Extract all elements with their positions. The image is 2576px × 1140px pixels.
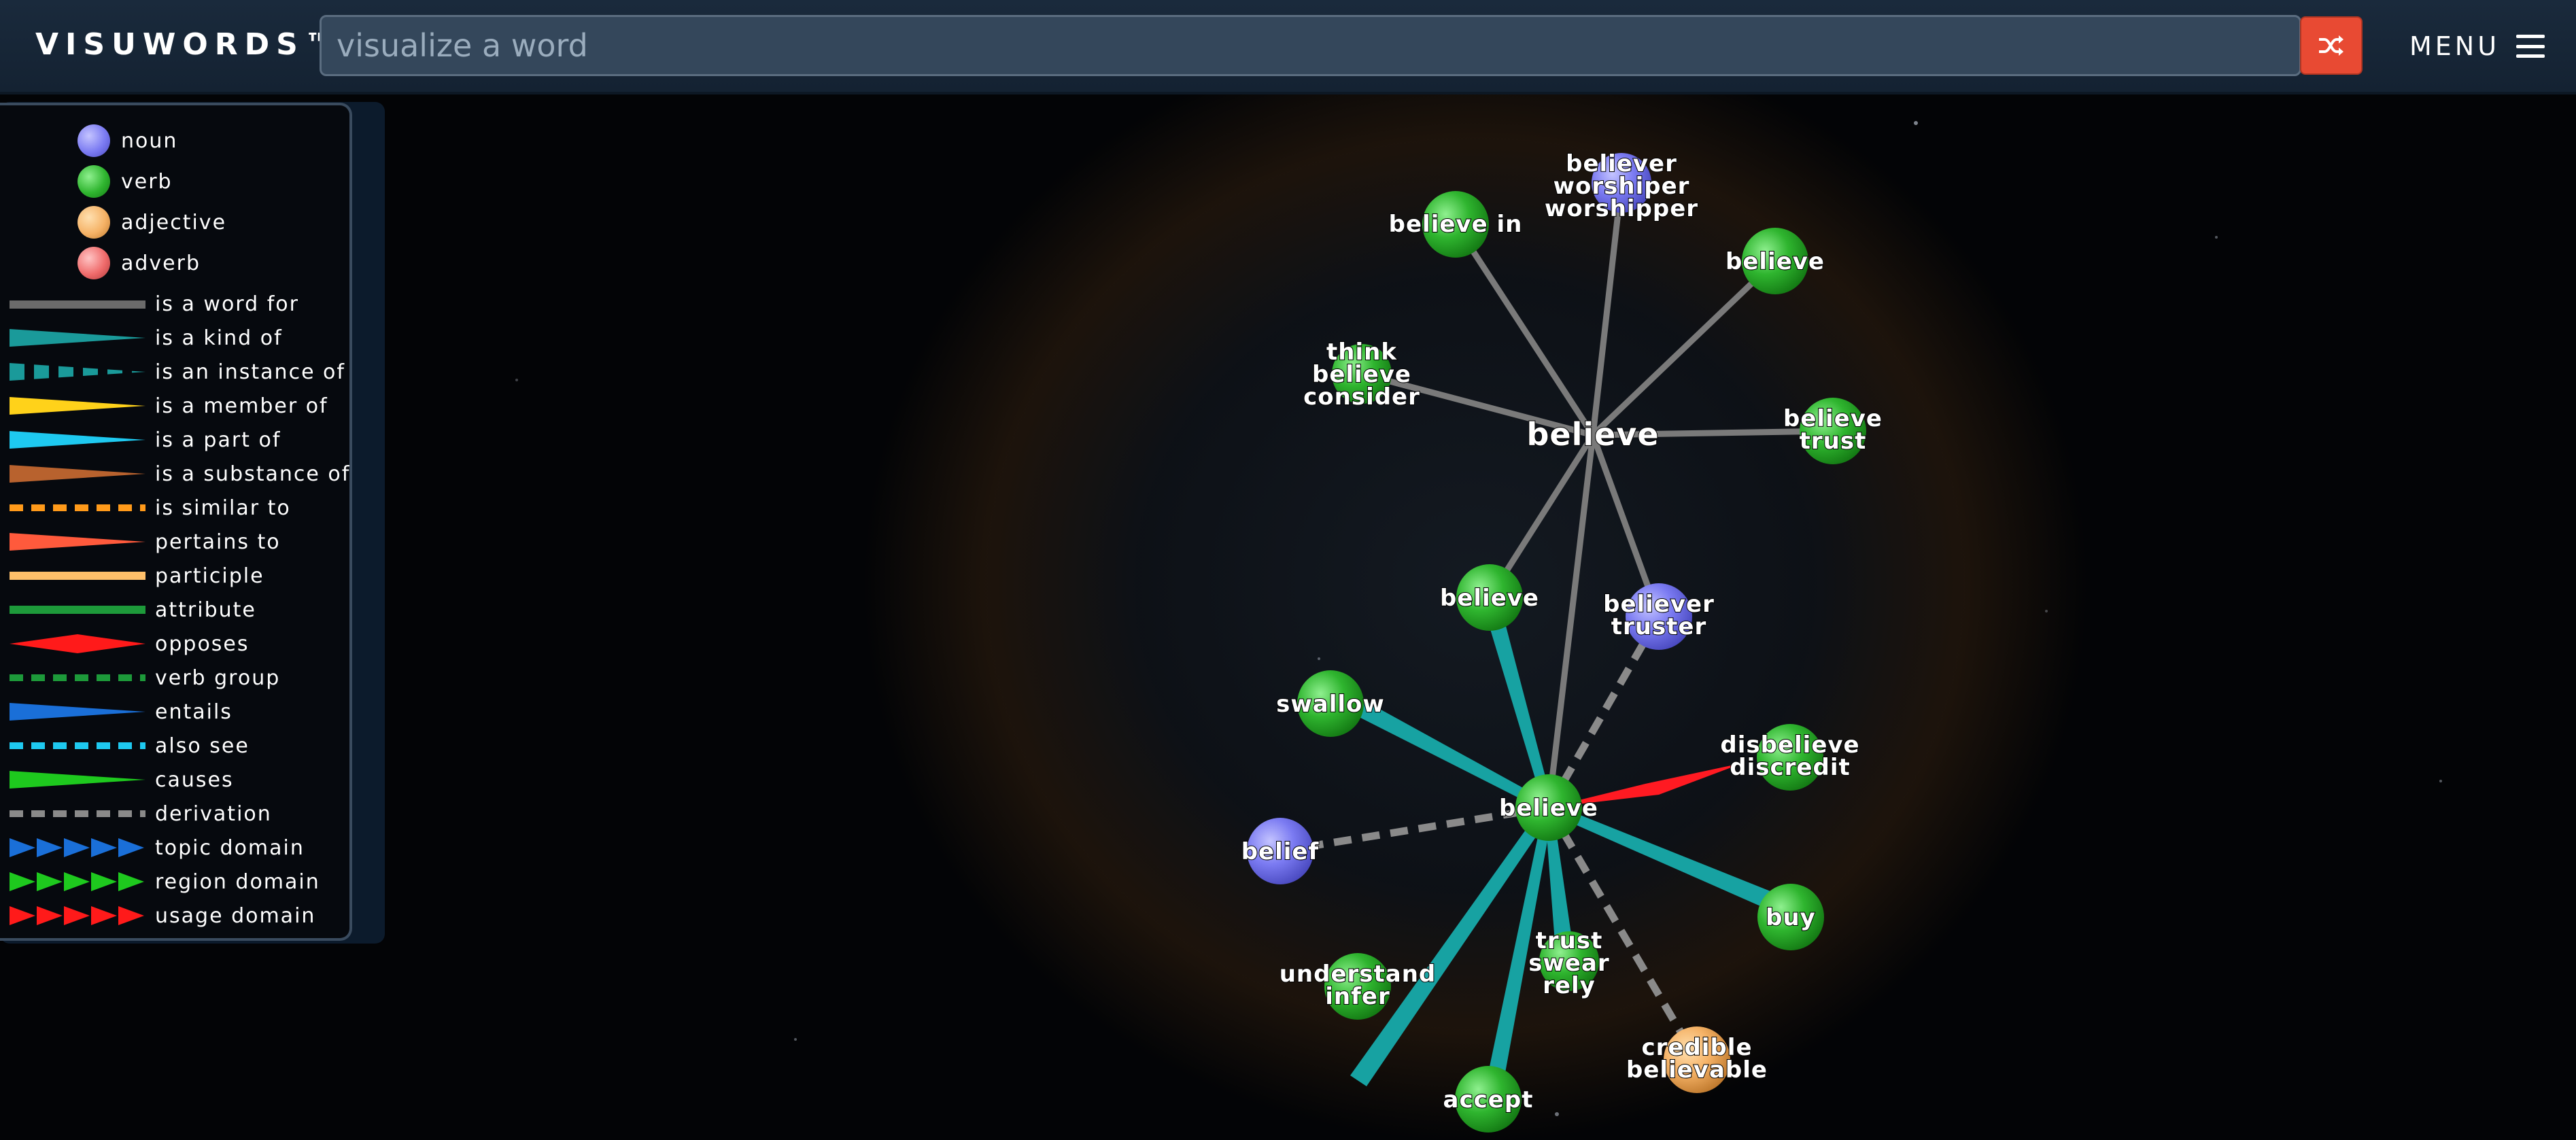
- node-think-believe-consider[interactable]: think believe consider: [1303, 338, 1420, 411]
- search-input[interactable]: [320, 15, 2301, 76]
- svg-text:think: think: [1326, 339, 1397, 366]
- edge-kind-of-accept: [1481, 808, 1553, 1110]
- shuffle-icon: [2319, 35, 2343, 56]
- node-credible-believable[interactable]: credible believable: [1626, 1026, 1768, 1093]
- solid-line-icon: [10, 572, 145, 580]
- svg-text:believe: believe: [1312, 361, 1411, 388]
- svg-text:understand: understand: [1280, 961, 1437, 988]
- site-logo[interactable]: VISUWORDS™: [35, 27, 341, 62]
- svg-text:believe in: believe in: [1389, 211, 1523, 238]
- svg-text:believe: believe: [1526, 416, 1659, 453]
- edges-hub: [1280, 598, 1777, 1110]
- dashed-line-icon: [10, 810, 145, 817]
- edge-believe-trust: [1590, 428, 1836, 438]
- svg-text:belief: belief: [1241, 838, 1320, 865]
- node-believe-mid[interactable]: believe: [1439, 564, 1539, 631]
- top-bar: VISUWORDS™ MENU: [0, 0, 2576, 94]
- noun-dot-icon: [78, 124, 110, 157]
- arrow-chain-icon: [10, 906, 144, 925]
- solid-line-icon: [10, 300, 145, 309]
- svg-text:believable: believable: [1626, 1056, 1768, 1084]
- edge-believe-top: [1590, 258, 1779, 438]
- edge-derivation-credible: [1545, 806, 1700, 1062]
- edge-kind-of-understand: [1350, 804, 1553, 1086]
- menu-button[interactable]: MENU: [2409, 31, 2545, 61]
- taper-line-icon: [10, 431, 145, 449]
- graph-canvas[interactable]: believe in believer worshiper worshipper…: [0, 94, 2576, 1140]
- edge-believe-hub: [1545, 432, 1596, 811]
- node-swallow[interactable]: swallow: [1275, 670, 1385, 737]
- adverb-dot-icon: [78, 247, 110, 279]
- node-accept[interactable]: accept: [1443, 1066, 1534, 1133]
- menu-label: MENU: [2409, 31, 2501, 61]
- taper-line-icon: [10, 465, 145, 483]
- node-trust-swear-rely[interactable]: trust swear rely: [1528, 927, 1609, 1000]
- random-word-button[interactable]: [2300, 16, 2363, 75]
- dashed-line-icon: [10, 674, 145, 681]
- taper-dashed-line-icon: [10, 355, 145, 389]
- legend-panel: noun verb adjective adverb is a word for…: [0, 103, 352, 941]
- node-disbelieve-discredit[interactable]: disbelieve discredit: [1719, 724, 1860, 791]
- edge-kind-of-swallow: [1326, 685, 1551, 812]
- svg-text:accept: accept: [1443, 1086, 1534, 1113]
- svg-text:believer: believer: [1603, 591, 1715, 618]
- svg-text:swear: swear: [1528, 950, 1609, 977]
- node-believe-trust[interactable]: believe trust: [1783, 398, 1883, 464]
- svg-text:rely: rely: [1543, 972, 1596, 999]
- svg-text:disbelieve: disbelieve: [1720, 731, 1859, 759]
- node-believe-hub[interactable]: believe: [1498, 774, 1598, 841]
- svg-text:believe: believe: [1783, 405, 1883, 432]
- word-graph: believe in believer worshiper worshipper…: [1241, 150, 1883, 1133]
- svg-text:credible: credible: [1641, 1034, 1752, 1061]
- edge-derivation-belief: [1280, 804, 1549, 855]
- diamond-line-icon: [10, 634, 145, 653]
- arrow-chain-icon: [10, 838, 144, 857]
- svg-text:buy: buy: [1766, 904, 1816, 931]
- svg-text:believer: believer: [1566, 150, 1677, 177]
- svg-text:worshiper: worshiper: [1553, 173, 1690, 200]
- edge-opposes-disbelieve: [1549, 763, 1744, 808]
- svg-text:truster: truster: [1611, 613, 1707, 640]
- taper-line-icon: [10, 329, 145, 347]
- node-believer-truster[interactable]: believer truster: [1602, 583, 1715, 650]
- node-buy[interactable]: buy: [1757, 884, 1824, 950]
- node-believer-worshiper[interactable]: believer worshiper worshipper: [1544, 150, 1698, 223]
- svg-text:discredit: discredit: [1730, 754, 1850, 781]
- taper-line-icon: [10, 533, 145, 551]
- edge-kind-of-trust-swear: [1545, 808, 1573, 951]
- edge-kind-of-buy: [1546, 804, 1777, 908]
- svg-text:swallow: swallow: [1276, 691, 1385, 718]
- svg-text:trust: trust: [1800, 428, 1867, 455]
- taper-line-icon: [10, 397, 145, 415]
- dashed-line-icon: [10, 742, 145, 749]
- node-believe-in[interactable]: believe in: [1388, 191, 1523, 258]
- dashed-line-icon: [10, 504, 145, 511]
- edge-think-believe: [1358, 370, 1596, 438]
- edge-believe-in: [1452, 221, 1596, 438]
- node-center-believe[interactable]: believe: [1526, 415, 1659, 453]
- svg-text:consider: consider: [1303, 383, 1420, 411]
- node-belief[interactable]: belief: [1241, 818, 1320, 884]
- edge-derivation-believer-truster: [1545, 615, 1662, 810]
- verb-dot-icon: [78, 165, 110, 198]
- taper-line-icon: [10, 703, 145, 721]
- solid-line-icon: [10, 606, 145, 614]
- svg-text:believe: believe: [1440, 585, 1539, 612]
- taper-line-icon: [10, 771, 145, 789]
- svg-text:believe: believe: [1499, 795, 1598, 822]
- edge-believer-worshiper: [1590, 179, 1625, 438]
- node-understand-infer[interactable]: understand infer: [1279, 953, 1437, 1020]
- svg-text:trust: trust: [1536, 927, 1603, 954]
- edge-kind-of-believe-mid: [1481, 598, 1553, 808]
- hamburger-icon: [2516, 35, 2545, 58]
- svg-text:infer: infer: [1325, 983, 1390, 1010]
- node-believe-top[interactable]: believe: [1725, 228, 1825, 294]
- starfield-background: [515, 121, 2442, 1116]
- arrow-chain-icon: [10, 872, 144, 891]
- adjective-dot-icon: [78, 206, 110, 239]
- svg-text:worshipper: worshipper: [1545, 195, 1698, 222]
- svg-text:believe: believe: [1725, 248, 1825, 275]
